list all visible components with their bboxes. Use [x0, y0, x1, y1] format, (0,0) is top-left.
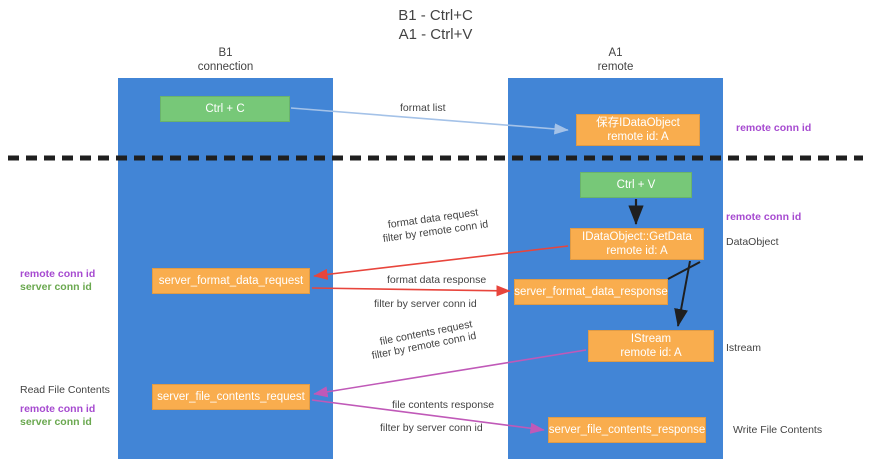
lane-header-a1-role: remote	[597, 61, 634, 73]
annotation-remote-conn-id-top: remote conn id	[736, 122, 812, 134]
node-istream-line1: IStream	[630, 333, 672, 345]
title-line-2: A1 - Ctrl+V	[398, 26, 473, 43]
node-server-file-contents-response-label: server_file_contents_response	[548, 424, 706, 436]
annotation-left-server-conn-id-2: server conn id	[20, 416, 92, 428]
lane-header-a1: A1 remote	[508, 46, 723, 74]
annotation-left-remote-conn-id: remote conn id	[20, 268, 96, 280]
lane-header-b1: B1 connection	[118, 46, 333, 74]
node-ctrl-v-label: Ctrl + V	[616, 179, 656, 191]
node-server-format-data-request[interactable]: server_format_data_request	[152, 268, 310, 294]
page-title: B1 - Ctrl+C A1 - Ctrl+V	[0, 6, 871, 44]
node-idataobject-line1: 保存IDataObject	[596, 117, 680, 129]
node-server-format-data-response[interactable]: server_format_data_response	[514, 279, 668, 305]
lane-header-b1-name: B1	[218, 47, 233, 59]
filter-key-server-conn-id: server conn id	[416, 422, 483, 434]
node-ctrl-c[interactable]: Ctrl + C	[160, 96, 290, 122]
annotation-write-file-contents: Write File Contents	[733, 424, 823, 436]
annotation-remote-conn-id-mid: remote conn id	[726, 211, 802, 223]
node-server-format-data-request-label: server_format_data_request	[158, 275, 304, 287]
node-server-file-contents-request-label: server_file_contents_request	[157, 391, 305, 403]
annotation-istream: Istream	[726, 342, 762, 354]
annotation-left-server-conn-id: server conn id	[20, 281, 92, 293]
edge-label-file-contents-response: file contents response	[392, 399, 495, 411]
annotation-left-remote-conn-id-2: remote conn id	[20, 403, 96, 415]
filter-prefix: filter by	[370, 343, 410, 362]
filter-key-server-conn-id: server conn id	[410, 298, 477, 310]
annotation-read-file-contents: Read File Contents	[20, 384, 110, 396]
title-line-1: B1 - Ctrl+C	[398, 7, 473, 24]
filter-prefix: filter by	[374, 298, 411, 310]
edge-label-format-list: format list	[400, 102, 446, 114]
edge-label-format-data-response: format data response	[387, 274, 487, 286]
node-idataobject[interactable]: 保存IDataObject remote id: A	[576, 114, 700, 146]
lane-header-a1-name: A1	[608, 47, 623, 59]
node-getdata[interactable]: IDataObject::GetData remote id: A	[570, 228, 704, 260]
node-server-file-contents-request[interactable]: server_file_contents_request	[152, 384, 310, 410]
annotation-dataobject: DataObject	[726, 236, 779, 248]
node-getdata-line1: IDataObject::GetData	[582, 231, 692, 243]
node-ctrl-v[interactable]: Ctrl + V	[580, 172, 692, 198]
edge-label-file-contents-response-filter: filter by server conn id	[380, 422, 483, 435]
node-idataobject-line2: remote id: A	[607, 131, 669, 143]
node-server-file-contents-response[interactable]: server_file_contents_response	[548, 417, 706, 443]
node-server-format-data-response-label: server_format_data_response	[514, 286, 668, 298]
node-istream[interactable]: IStream remote id: A	[588, 330, 714, 362]
node-getdata-line2: remote id: A	[606, 245, 668, 257]
lane-header-b1-role: connection	[197, 61, 254, 73]
node-ctrl-c-label: Ctrl + C	[205, 103, 245, 115]
filter-prefix: filter by	[380, 422, 417, 434]
edge-label-format-data-response-filter: filter by server conn id	[374, 298, 477, 311]
node-istream-line2: remote id: A	[620, 347, 682, 359]
